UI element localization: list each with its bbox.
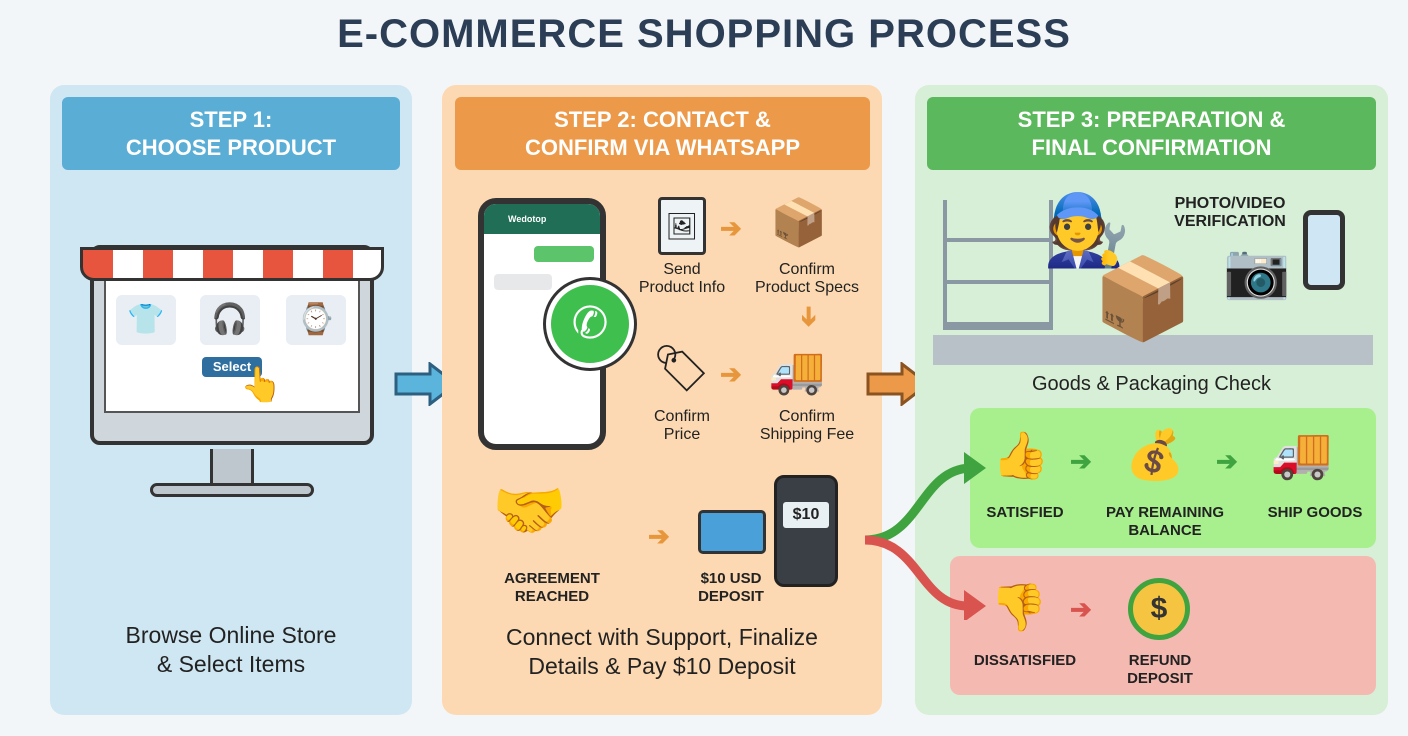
payment-terminal-icon: $10	[774, 475, 838, 587]
label-line: $10 USD	[700, 570, 762, 587]
step3-panel: STEP 3: PREPARATION & FINAL CONFIRMATION…	[915, 85, 1388, 715]
select-button[interactable]: Select	[202, 357, 262, 377]
open-box-icon: 📦	[1093, 254, 1193, 343]
label-line: Confirm	[778, 408, 835, 425]
label-line: Confirm	[653, 408, 710, 425]
shelves-icon	[943, 200, 1053, 330]
delivery-truck-icon: 🚚	[768, 344, 826, 396]
refund-cycle-icon: $	[1128, 578, 1190, 640]
arrow-icon: ➔	[1216, 446, 1238, 476]
arrow-icon: ➔	[1070, 594, 1092, 624]
step3-header-line2: FINAL CONFIRMATION	[1031, 134, 1272, 160]
step2-header: STEP 2: CONTACT & CONFIRM VIA WHATSAPP	[455, 97, 870, 170]
page-title: E-COMMERCE SHOPPING PROCESS	[337, 12, 1071, 56]
label-line: VERIFICATION	[1174, 213, 1286, 230]
step2-caption-line1: Connect with Support, Finalize	[506, 624, 818, 650]
headphones-icon: 🎧	[200, 295, 260, 345]
ship-truck-icon: 🚚	[1270, 425, 1333, 481]
dissatisfied-label: DISSATISFIED	[973, 652, 1077, 669]
arrow-icon: ➔	[720, 213, 742, 243]
arrow-icon: ➔	[648, 521, 670, 551]
ship-goods-label: SHIP GOODS	[1267, 504, 1363, 521]
label-line: DEPOSIT	[698, 588, 764, 605]
label-line: Confirm	[778, 261, 835, 278]
label-line: PAY REMAINING	[1105, 504, 1225, 521]
phone-recording-icon	[1303, 210, 1345, 290]
box-search-icon: 📦	[770, 196, 828, 248]
arrow-icon: ➔	[720, 359, 742, 389]
thumbs-up-icon: 👍	[992, 429, 1050, 481]
warehouse-scene: 🧑‍🔧 📦 📷	[933, 190, 1373, 365]
step2-header-line1: STEP 2: CONTACT &	[554, 106, 771, 132]
satisfied-label: SATISFIED	[986, 504, 1064, 521]
terminal-amount: $10	[783, 502, 829, 528]
label-line: Shipping Fee	[759, 426, 855, 443]
step2-caption: Connect with Support, Finalize Details &…	[442, 623, 882, 681]
step2-caption-line2: Details & Pay $10 Deposit	[528, 653, 796, 679]
awning-icon	[80, 247, 384, 281]
image-file-icon: 🖼	[658, 197, 706, 255]
credit-card-icon	[698, 510, 766, 554]
watch-icon: ⌚	[286, 295, 346, 345]
branch-arrows-icon	[864, 452, 986, 620]
label-line: REACHED	[514, 588, 590, 605]
step1-header: STEP 1: CHOOSE PRODUCT	[62, 97, 400, 170]
step3-header: STEP 3: PREPARATION & FINAL CONFIRMATION	[927, 97, 1376, 170]
step1-panel: STEP 1: CHOOSE PRODUCT 👕 🎧 ⌚ Select 👆 Br…	[50, 85, 412, 715]
camera-tripod-icon: 📷	[1223, 241, 1291, 301]
label-line: Price	[663, 426, 701, 443]
label-line: PHOTO/VIDEO	[1174, 195, 1286, 212]
handshake-icon: 🤝	[492, 477, 567, 544]
arrow-icon: ➔	[1070, 446, 1092, 476]
step1-caption-line2: & Select Items	[156, 651, 306, 677]
money-coins-icon: 💰	[1125, 429, 1185, 482]
label-line: Product Specs	[754, 279, 860, 296]
step3-header-line1: STEP 3: PREPARATION &	[1017, 106, 1286, 132]
check-caption: Goods & Packaging Check	[1031, 373, 1272, 395]
label-line: Product Info	[638, 279, 726, 296]
chat-name: Wedotop	[484, 204, 600, 234]
price-tag-icon: 🏷	[652, 342, 711, 394]
arrow-down-icon: ➔	[794, 305, 825, 328]
step2-panel: STEP 2: CONTACT & CONFIRM VIA WHATSAPP W…	[442, 85, 882, 715]
thumbs-down-icon: 👎	[990, 581, 1048, 633]
label-line: Send	[663, 261, 701, 278]
tshirt-icon: 👕	[116, 295, 176, 345]
step1-caption: Browse Online Store & Select Items	[50, 621, 412, 679]
label-line: REFUND	[1128, 652, 1192, 669]
step1-header-line2: CHOOSE PRODUCT	[125, 134, 337, 160]
label-line: AGREEMENT	[504, 570, 600, 587]
computer-icon: 👕 🎧 ⌚ Select 👆	[80, 235, 384, 500]
step1-header-line1: STEP 1:	[189, 106, 273, 132]
step2-header-line2: CONFIRM VIA WHATSAPP	[525, 134, 800, 160]
worker-icon: 🧑‍🔧	[1043, 191, 1131, 269]
hand-cursor-icon: 👆	[240, 366, 283, 404]
step1-caption-line1: Browse Online Store	[125, 622, 337, 648]
label-line: DEPOSIT	[1127, 670, 1193, 687]
whatsapp-icon: ✆	[546, 280, 634, 368]
label-line: BALANCE	[1128, 522, 1202, 539]
